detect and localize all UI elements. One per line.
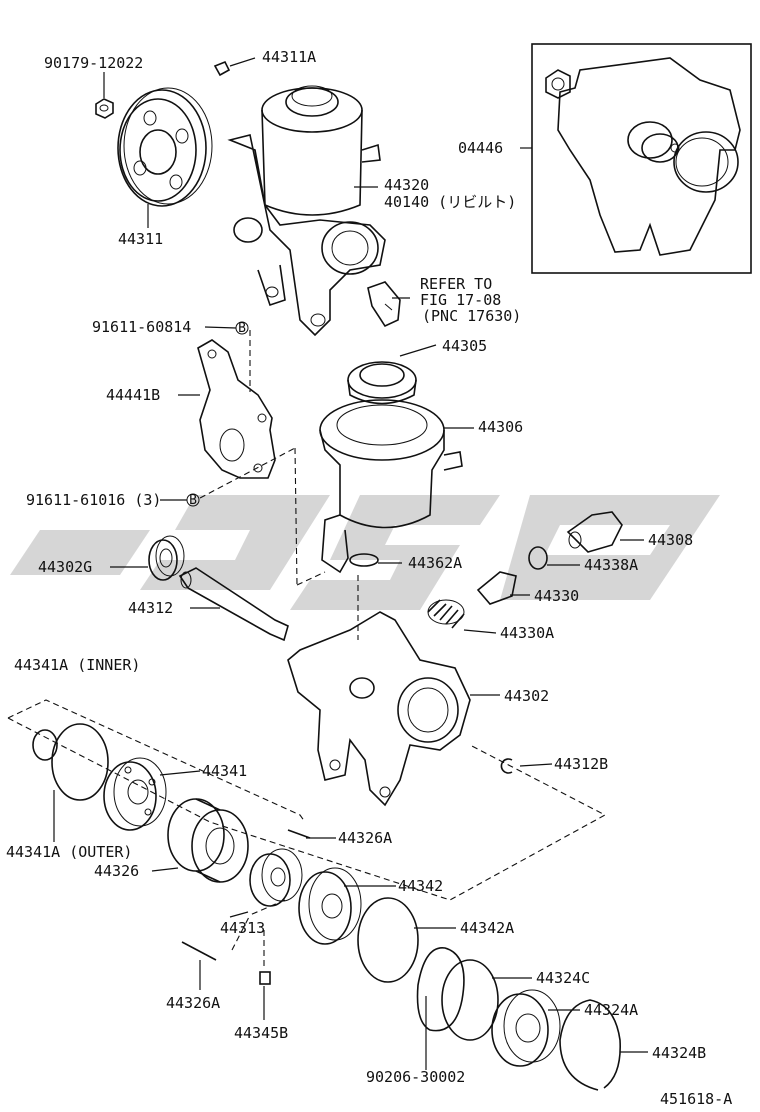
- spring-44330A: [427, 599, 465, 629]
- mark-b-letter: B: [189, 493, 197, 508]
- label-44308: 44308: [648, 531, 693, 549]
- label-44362A: 44362A: [408, 554, 462, 572]
- oring-44341A-inner: [32, 729, 58, 761]
- oring-44341A-outer: [51, 723, 109, 801]
- label-44330A: 44330A: [500, 624, 554, 642]
- label-44326: 44326: [94, 862, 139, 880]
- mark-b-top: B: [235, 321, 249, 336]
- gasket-kit-inset: [531, 43, 752, 274]
- label-91611-61016: 91611-61016 (3): [26, 491, 161, 509]
- label-refer-to: REFER TO: [420, 275, 492, 293]
- label-refer-fig: FIG 17-08: [420, 291, 501, 309]
- plate-44341: [103, 757, 167, 831]
- union-44308: [566, 511, 623, 553]
- snap-ring-90206: [416, 947, 465, 1032]
- pressure-switch-ref: [367, 281, 401, 328]
- housing-44302: [287, 611, 471, 807]
- label-44345B: 44345B: [234, 1024, 288, 1042]
- label-44311A: 44311A: [262, 48, 316, 66]
- reservoir-44306: [319, 399, 463, 574]
- label-40140: 40140 (リビルト): [384, 193, 516, 211]
- label-44342A: 44342A: [460, 919, 514, 937]
- cam-ring-44326: [167, 798, 249, 883]
- label-90179-12022: 90179-12022: [44, 54, 143, 72]
- key-44311A: [213, 60, 231, 77]
- watermark-logo: [10, 495, 720, 610]
- label-90206-30002: 90206-30002: [366, 1068, 465, 1086]
- dashed-guides: [7, 330, 607, 970]
- shaft-44312: [178, 567, 289, 642]
- label-44341: 44341: [202, 762, 247, 780]
- label-44324B: 44324B: [652, 1044, 706, 1062]
- label-44302G: 44302G: [38, 558, 92, 576]
- label-44326A-bottom: 44326A: [166, 994, 220, 1012]
- cover-44324A: [491, 989, 561, 1067]
- label-91611-60814: 91611-60814: [92, 318, 191, 336]
- label-44338A: 44338A: [584, 556, 638, 574]
- vane-44345B: [259, 971, 271, 985]
- label-44326A-top: 44326A: [338, 829, 392, 847]
- label-04446: 04446: [458, 139, 503, 157]
- nut-90179: [95, 98, 114, 119]
- oring-44324C: [441, 959, 499, 1041]
- label-44320: 44320: [384, 176, 429, 194]
- label-44313: 44313: [220, 919, 265, 937]
- label-44302: 44302: [504, 687, 549, 705]
- label-44324C: 44324C: [536, 969, 590, 987]
- figure-id: 451618-A: [660, 1090, 732, 1108]
- label-44441B: 44441B: [106, 386, 160, 404]
- label-44324A: 44324A: [584, 1001, 638, 1019]
- label-44341A-inner: 44341A (INNER): [14, 656, 140, 674]
- oring-44342A: [357, 897, 419, 983]
- mark-b-letter: B: [238, 321, 246, 336]
- label-44306: 44306: [478, 418, 523, 436]
- oring-44338A: [528, 546, 548, 570]
- label-44330: 44330: [534, 587, 579, 605]
- cap-44305: [347, 361, 417, 405]
- label-44312B: 44312B: [554, 755, 608, 773]
- label-44312: 44312: [128, 599, 173, 617]
- rotor-44313: [249, 848, 303, 907]
- oring-44362A: [349, 553, 379, 567]
- snap-ring-44312B: [500, 758, 513, 774]
- label-44305: 44305: [442, 337, 487, 355]
- label-refer-pnc: (PNC 17630): [422, 307, 521, 325]
- pump-assembly-44320: [227, 85, 386, 337]
- plate-44342: [298, 867, 362, 945]
- label-44341A-outer: 44341A (OUTER): [6, 843, 132, 861]
- label-44311: 44311: [118, 230, 163, 248]
- bracket-44441B: [197, 339, 276, 479]
- valve-44330: [476, 571, 517, 605]
- snap-ring-44324B: [559, 999, 621, 1091]
- pulley-44311: [117, 87, 213, 207]
- label-44342: 44342: [398, 877, 443, 895]
- leader-lines: [53, 57, 648, 1070]
- pin-44326A-bottom: [181, 941, 217, 961]
- bearing-44302G: [148, 535, 185, 581]
- pin-44326A-top: [287, 829, 311, 839]
